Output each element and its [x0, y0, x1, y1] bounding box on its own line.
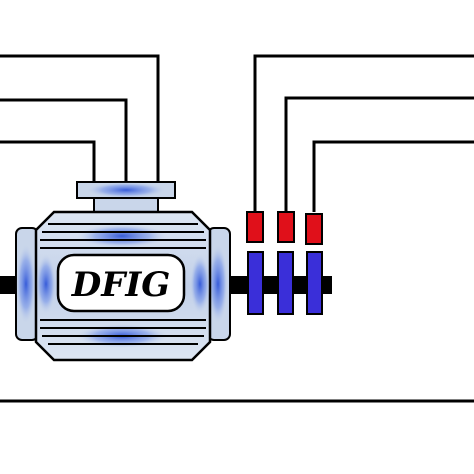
dfig-label-box — [56, 253, 186, 313]
dfig-generator: DFIG — [15, 181, 231, 362]
stator-wire-3 — [0, 140, 96, 182]
slip-ring-1 — [247, 251, 264, 315]
cooling-fins-bottom — [40, 319, 206, 345]
stator-wire-2 — [0, 98, 128, 182]
body-glow-right — [190, 254, 210, 314]
dfig-label: DFIG — [71, 265, 171, 305]
terminal-box-glow — [86, 182, 166, 198]
brushes — [246, 211, 323, 245]
rotor-wires — [253, 54, 474, 212]
body-glow-top — [76, 224, 168, 248]
stator-wires — [0, 54, 160, 182]
brush-3 — [305, 213, 323, 245]
left-cap-glow — [16, 244, 36, 324]
rotor-wire-1 — [253, 54, 474, 212]
slip-ring-3 — [306, 251, 323, 315]
slip-ring-2 — [277, 251, 294, 315]
stator-wire-1 — [0, 54, 160, 182]
cooling-fins-top — [40, 223, 206, 249]
brush-1 — [246, 211, 264, 243]
slip-rings — [247, 251, 323, 315]
right-cap-glow — [208, 244, 228, 324]
rotor-wire-2 — [284, 96, 474, 212]
body-glow-left — [36, 254, 56, 314]
brush-2 — [277, 211, 295, 243]
terminal-box-neck — [93, 197, 159, 213]
rotor-wire-3 — [312, 140, 474, 212]
